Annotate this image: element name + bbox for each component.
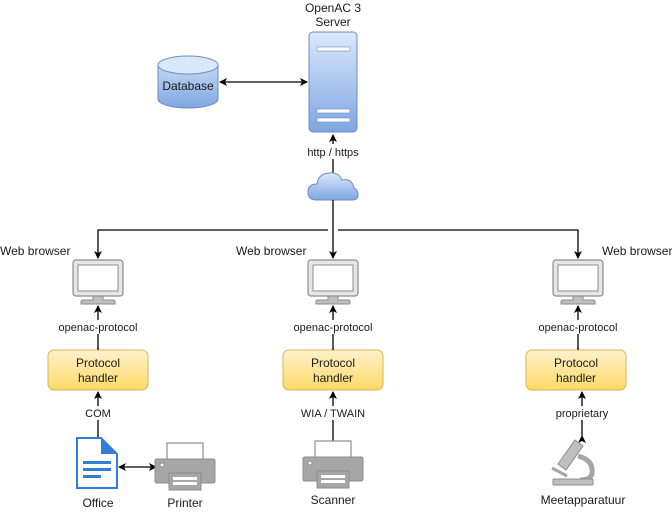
scanner-icon[interactable]: [302, 440, 364, 489]
browser-label-1: Web browser: [0, 244, 70, 258]
cloud-to-browser-3-edge: [338, 229, 582, 259]
printer-icon[interactable]: [154, 442, 216, 491]
handler-text-2b: handler: [313, 371, 353, 385]
office-label: Office: [82, 496, 113, 510]
meetapparatuur-label: Meetapparatuur: [541, 493, 626, 507]
printer-label: Printer: [167, 496, 202, 510]
handler-text-1b: handler: [78, 371, 118, 385]
server-label-line1: OpenAC 3: [305, 1, 361, 15]
protocol-label-2: openac-protocol: [294, 322, 373, 334]
cloud-to-browser-1-edge: [94, 229, 328, 259]
microscope-icon[interactable]: [551, 439, 595, 486]
database-label: Database: [162, 79, 214, 93]
database-icon[interactable]: Database: [157, 55, 219, 109]
handler-text-2a: Protocol: [311, 356, 355, 370]
protocol-handler-1[interactable]: Protocol handler: [47, 349, 149, 391]
server-icon[interactable]: [308, 31, 358, 133]
handler-text-1a: Protocol: [76, 356, 120, 370]
http-label: http / https: [307, 147, 359, 159]
proprietary-label: proprietary: [556, 408, 609, 420]
protocol-handler-2[interactable]: Protocol handler: [282, 349, 384, 391]
server-label: OpenAC 3 Server: [305, 1, 361, 29]
handler-text-3b: handler: [556, 371, 596, 385]
cloud-icon: [307, 172, 359, 201]
com-label: COM: [85, 408, 111, 420]
browser-label-2: Web browser: [236, 244, 306, 258]
protocol-label-1: openac-protocol: [59, 322, 138, 334]
browser-label-3: Web browser: [602, 244, 672, 258]
monitor-icon-1[interactable]: [72, 259, 124, 305]
scanner-label: Scanner: [311, 493, 356, 507]
protocol-handler-3[interactable]: Protocol handler: [525, 349, 627, 391]
handler-text-3a: Protocol: [554, 356, 598, 370]
wia-twain-label: WIA / TWAIN: [301, 408, 365, 420]
monitor-icon-2[interactable]: [307, 259, 359, 305]
server-label-line2: Server: [315, 15, 350, 29]
protocol-label-3: openac-protocol: [539, 322, 618, 334]
document-icon[interactable]: [76, 437, 118, 489]
monitor-icon-3[interactable]: [552, 259, 604, 305]
